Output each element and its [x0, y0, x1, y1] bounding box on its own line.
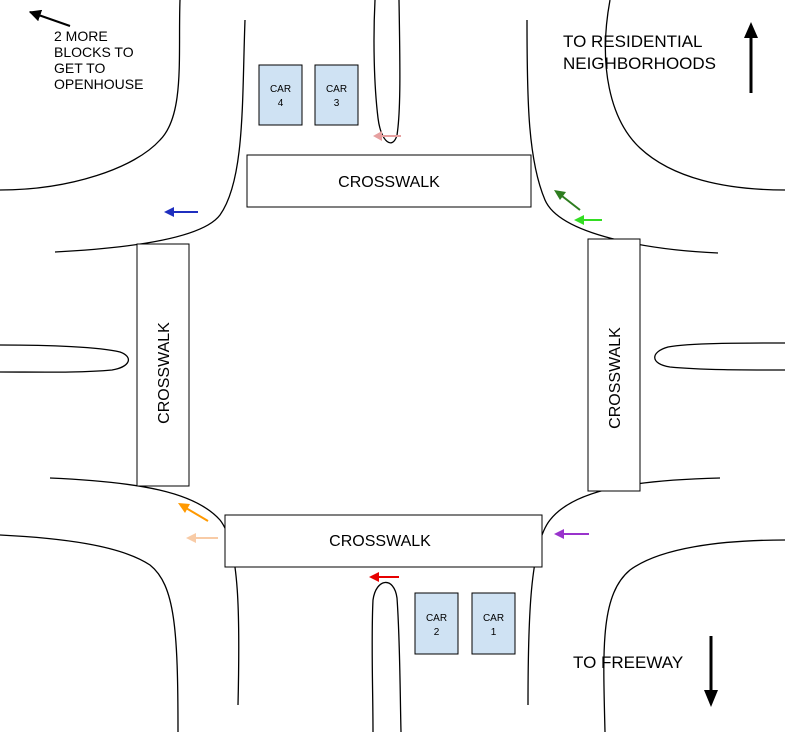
- openhouse-note-line-3: GET TO: [54, 60, 105, 76]
- curb-bottom-right: [603, 539, 785, 733]
- crosswalk-west-box: [136, 243, 190, 487]
- arrow-orange-icon: [178, 503, 209, 522]
- crosswalk-south-label: CROSSWALK: [329, 533, 431, 550]
- median-east: [654, 342, 785, 371]
- crosswalk-south: CROSSWALK: [224, 514, 543, 568]
- residential-note: TO RESIDENTIAL NEIGHBORHOODS: [563, 22, 758, 93]
- car-1-number: 1: [491, 627, 497, 638]
- road-edge-bottom-right-inner: [527, 477, 721, 706]
- openhouse-note-line-4: OPENHOUSE: [54, 76, 143, 92]
- arrow-up-icon: [744, 22, 758, 93]
- car-3-box: [314, 64, 359, 126]
- road-edge-top-right-inner: [526, 19, 719, 254]
- arrow-purple-icon: [554, 529, 589, 539]
- arrow-bright-green-icon: [574, 215, 602, 225]
- median-west: [0, 344, 130, 373]
- road-edge-bottom-left-inner: [49, 477, 240, 706]
- car-2: CAR 2: [414, 592, 459, 655]
- crosswalk-west-label: CROSSWALK: [156, 322, 173, 424]
- crosswalk-east: CROSSWALK: [587, 238, 641, 492]
- car-1-label: CAR: [483, 613, 504, 624]
- car-2-label: CAR: [426, 613, 447, 624]
- residential-note-line-2: NEIGHBORHOODS: [563, 54, 716, 73]
- crosswalk-north-box: [246, 154, 532, 208]
- car-4-box: [258, 64, 303, 126]
- crosswalk-west: CROSSWALK: [136, 243, 190, 487]
- residential-note-line-1: TO RESIDENTIAL: [563, 32, 703, 51]
- crosswalk-north-label: CROSSWALK: [338, 174, 440, 191]
- car-1: CAR 1: [471, 592, 516, 655]
- movement-arrows: [164, 131, 602, 582]
- arrow-peach-icon: [186, 533, 218, 543]
- crosswalk-south-box: [224, 514, 543, 568]
- car-3-label: CAR: [326, 84, 347, 95]
- curb-bottom-left: [0, 534, 179, 733]
- arrow-down-icon: [704, 636, 718, 707]
- car-4-number: 4: [278, 98, 284, 109]
- car-2-number: 2: [434, 627, 440, 638]
- openhouse-note-line-1: 2 MORE: [54, 28, 108, 44]
- car-3-number: 3: [334, 98, 340, 109]
- car-4: CAR 4: [258, 64, 303, 126]
- freeway-note: TO FREEWAY: [573, 636, 718, 707]
- car-2-box: [414, 592, 459, 655]
- openhouse-note-line-2: BLOCKS TO: [54, 44, 134, 60]
- arrow-blue-icon: [164, 207, 198, 217]
- arrow-dark-green-icon: [554, 190, 581, 211]
- freeway-note-label: TO FREEWAY: [573, 653, 683, 672]
- median-bottom: [371, 581, 402, 733]
- arrow-pink-icon: [373, 131, 401, 141]
- car-1-box: [471, 592, 516, 655]
- crosswalk-north: CROSSWALK: [246, 154, 532, 208]
- crosswalk-east-box: [587, 238, 641, 492]
- median-top: [373, 0, 401, 144]
- openhouse-note: 2 MORE BLOCKS TO GET TO OPENHOUSE: [28, 9, 143, 92]
- car-4-label: CAR: [270, 84, 291, 95]
- crosswalk-east-label: CROSSWALK: [607, 327, 624, 429]
- car-3: CAR 3: [314, 64, 359, 126]
- curb-top-left: [0, 0, 181, 191]
- road-edge-top-left-inner: [54, 19, 246, 253]
- curb-top-right: [604, 0, 785, 191]
- arrow-up-left-icon: [28, 9, 71, 27]
- arrow-red-icon: [369, 572, 399, 582]
